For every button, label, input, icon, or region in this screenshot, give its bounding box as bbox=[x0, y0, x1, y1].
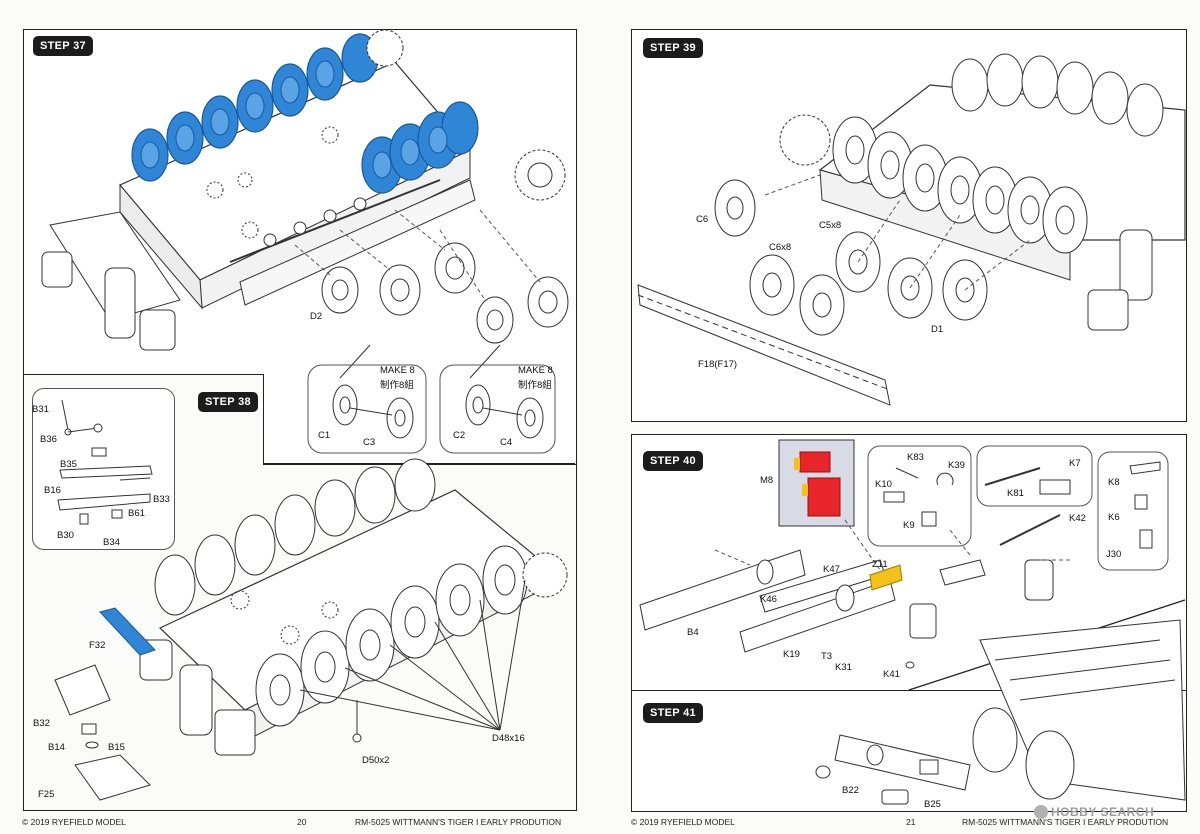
left-footer-product: RM-5025 WITTMANN'S TIGER I EARLY PRODUTI… bbox=[355, 817, 562, 827]
step40-part-j30: J30 bbox=[1106, 549, 1122, 560]
step38-part-b15: B15 bbox=[108, 742, 125, 753]
step40-badge: STEP 40 bbox=[643, 451, 703, 471]
step40-part-k19: K19 bbox=[783, 649, 800, 660]
step40-part-m8: M8 bbox=[760, 475, 774, 486]
step38-part-b36: B36 bbox=[40, 434, 57, 445]
step41-part-b22: B22 bbox=[842, 785, 859, 796]
step38-panel bbox=[23, 374, 577, 811]
step40-part-k41: K41 bbox=[883, 669, 900, 680]
step40-part-k8: K8 bbox=[1108, 477, 1120, 488]
step39-illustration bbox=[637, 53, 1186, 406]
left-page: STEP 37 STEP 38 bbox=[22, 29, 577, 827]
step40-part-k7: K7 bbox=[1069, 458, 1081, 469]
step40-part-k81: K81 bbox=[1007, 488, 1024, 499]
step37-make-right-line2: 制作8組 bbox=[518, 380, 552, 391]
step39-badge: STEP 39 bbox=[643, 38, 703, 58]
step37-make-right-line1: MAKE 8 bbox=[518, 365, 553, 376]
step40-part-k10: K10 bbox=[875, 479, 892, 490]
step40-part-k31: K31 bbox=[835, 662, 852, 673]
step38-part-f25: F25 bbox=[38, 789, 55, 800]
step40-part-k6: K6 bbox=[1108, 512, 1120, 523]
right-footer-product: RM-5025 WITTMANN'S TIGER I EARLY PRODUTI… bbox=[962, 817, 1169, 827]
step37-illustration bbox=[41, 29, 569, 454]
step37-part-c1: C1 bbox=[318, 430, 331, 441]
hobby-search-watermark: HOBBY SEARCH bbox=[1034, 805, 1154, 819]
right-footer-copyright: © 2019 RYEFIELD MODEL bbox=[631, 817, 735, 827]
step38-badge: STEP 38 bbox=[198, 392, 258, 412]
step38-illustration bbox=[54, 399, 568, 801]
right-footer-page-number: 21 bbox=[906, 817, 916, 827]
hobby-search-logo-icon bbox=[1034, 805, 1048, 819]
step40-part-k46: K46 bbox=[760, 594, 777, 605]
step39-part-c5x8: C5x8 bbox=[819, 220, 842, 231]
watermark-text: HOBBY SEARCH bbox=[1051, 805, 1155, 819]
step38-part-d48x16: D48x16 bbox=[492, 733, 525, 744]
left-footer-copyright: © 2019 RYEFIELD MODEL bbox=[22, 817, 126, 827]
step40-part-b4: B4 bbox=[687, 627, 699, 638]
step39-part-c6: C6 bbox=[696, 214, 709, 225]
step40-41-illustration bbox=[639, 439, 1186, 805]
step37-part-c4: C4 bbox=[500, 437, 513, 448]
step37-badge: STEP 37 bbox=[33, 36, 93, 56]
step40-part-t3: T3 bbox=[821, 651, 833, 662]
step41-part-b25: B25 bbox=[924, 799, 941, 810]
step38-divider-top bbox=[23, 374, 264, 376]
step38-divider-side bbox=[263, 374, 265, 464]
step38-part-d50x2: D50x2 bbox=[362, 755, 390, 766]
step38-part-b30: B30 bbox=[57, 530, 74, 541]
step40-part-k42: K42 bbox=[1069, 513, 1086, 524]
step38-part-b35: B35 bbox=[60, 459, 77, 470]
step40-part-k39: K39 bbox=[948, 460, 965, 471]
step38-part-b61: B61 bbox=[128, 508, 145, 519]
step37-label-d2: D2 bbox=[310, 311, 323, 322]
step37-make-left-line1: MAKE 8 bbox=[380, 365, 415, 376]
step38-part-f32: F32 bbox=[89, 640, 106, 651]
step38-part-b31: B31 bbox=[32, 404, 49, 415]
step37-make-left-line2: 制作8組 bbox=[380, 380, 414, 391]
step38-part-b16: B16 bbox=[44, 485, 61, 496]
step38-part-b14: B14 bbox=[48, 742, 65, 753]
step39-part-f18: F18(F17) bbox=[698, 359, 738, 370]
step40-part-k83: K83 bbox=[907, 452, 924, 463]
step38-part-b33: B33 bbox=[153, 494, 170, 505]
step40-part-k47: K47 bbox=[823, 564, 840, 575]
right-page: STEP 39 bbox=[600, 0, 1200, 834]
step39-part-d1: D1 bbox=[931, 324, 944, 335]
step39-part-c6x8: C6x8 bbox=[769, 242, 792, 253]
step38-part-b34: B34 bbox=[103, 537, 120, 548]
step41-badge: STEP 41 bbox=[643, 703, 703, 723]
step37-part-c3: C3 bbox=[363, 437, 376, 448]
step38-part-b32: B32 bbox=[33, 718, 50, 729]
left-footer-page-number: 20 bbox=[297, 817, 307, 827]
step37-part-c2: C2 bbox=[453, 430, 466, 441]
step40-part-k9: K9 bbox=[903, 520, 915, 531]
step40-part-z11: Z11 bbox=[872, 559, 888, 570]
